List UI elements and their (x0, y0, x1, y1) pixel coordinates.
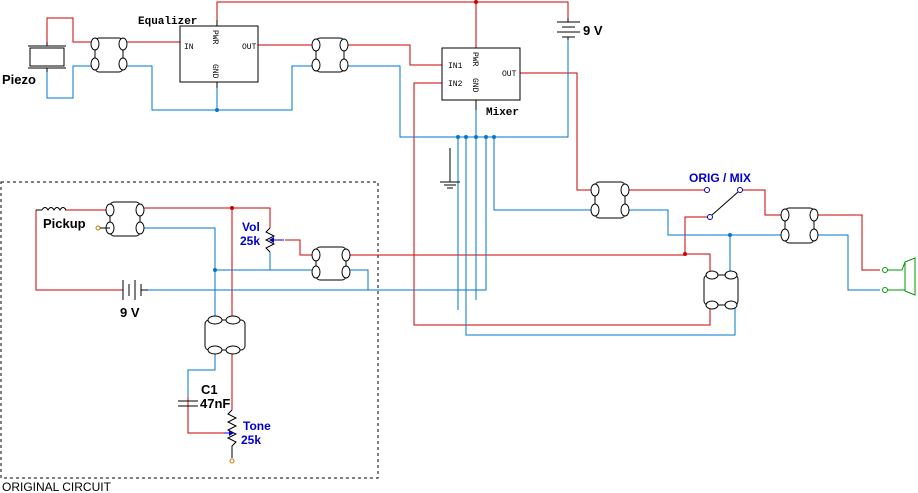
mixer-block (441, 47, 521, 110)
coax-connector-tone (204, 315, 246, 355)
coax-connector-2 (311, 37, 349, 73)
volume-pot (264, 227, 284, 253)
tone-pot (224, 409, 238, 464)
equalizer-pwr-label: PWR (210, 30, 219, 45)
pickup-label: Pickup (43, 216, 86, 231)
equalizer-gnd-label: GND (210, 64, 219, 79)
original-circuit-caption: ORIGINAL CIRCUIT (2, 480, 112, 493)
ground-wires (46, 40, 880, 397)
coax-connector-4 (780, 207, 819, 244)
mixer-in2-label: IN2 (448, 80, 463, 89)
piezo-symbol (28, 42, 66, 72)
battery-top-symbol (557, 18, 580, 40)
battery-bottom-label: 9 V (120, 305, 140, 320)
original-circuit-border (0, 181, 379, 479)
battery-top-label: 9 V (583, 23, 603, 38)
coax-connector-5 (703, 270, 739, 310)
equalizer-title: Equalizer (138, 16, 197, 28)
capacitor-c1 (178, 400, 198, 407)
c1-label: C1 (201, 382, 218, 397)
vol-value: 25k (240, 234, 260, 248)
mixer-title: Mixer (486, 107, 519, 119)
c1-value: 47nF (200, 396, 230, 411)
mixer-gnd-label: GND (470, 78, 479, 93)
battery-bottom-symbol (122, 280, 148, 300)
vol-label: Vol (242, 220, 260, 234)
coax-connector-3 (590, 181, 630, 219)
junction-pickup (230, 206, 234, 210)
coax-connector-1 (90, 37, 128, 73)
coax-connector-vol (311, 246, 351, 281)
junction-power (474, 0, 478, 4)
piezo-label: Piezo (2, 72, 36, 87)
tone-value: 25k (241, 433, 261, 447)
junction-switch (683, 252, 687, 256)
mixer-out-label: OUT (502, 70, 517, 79)
mixer-pwr-label: PWR (470, 52, 479, 67)
equalizer-block (179, 20, 259, 88)
coax-connector-pickup (105, 201, 145, 237)
output-jack (882, 257, 916, 296)
junctions (213, 108, 732, 272)
tone-label: Tone (243, 419, 271, 433)
equalizer-out-label: OUT (242, 43, 257, 52)
mixer-in1-label: IN1 (448, 62, 463, 71)
ground-symbol (440, 181, 460, 189)
equalizer-in-label: IN (184, 43, 194, 52)
orig-mix-switch[interactable] (704, 187, 743, 220)
switch-label: ORIG / MIX (689, 171, 751, 185)
pickup-coil (36, 207, 110, 231)
